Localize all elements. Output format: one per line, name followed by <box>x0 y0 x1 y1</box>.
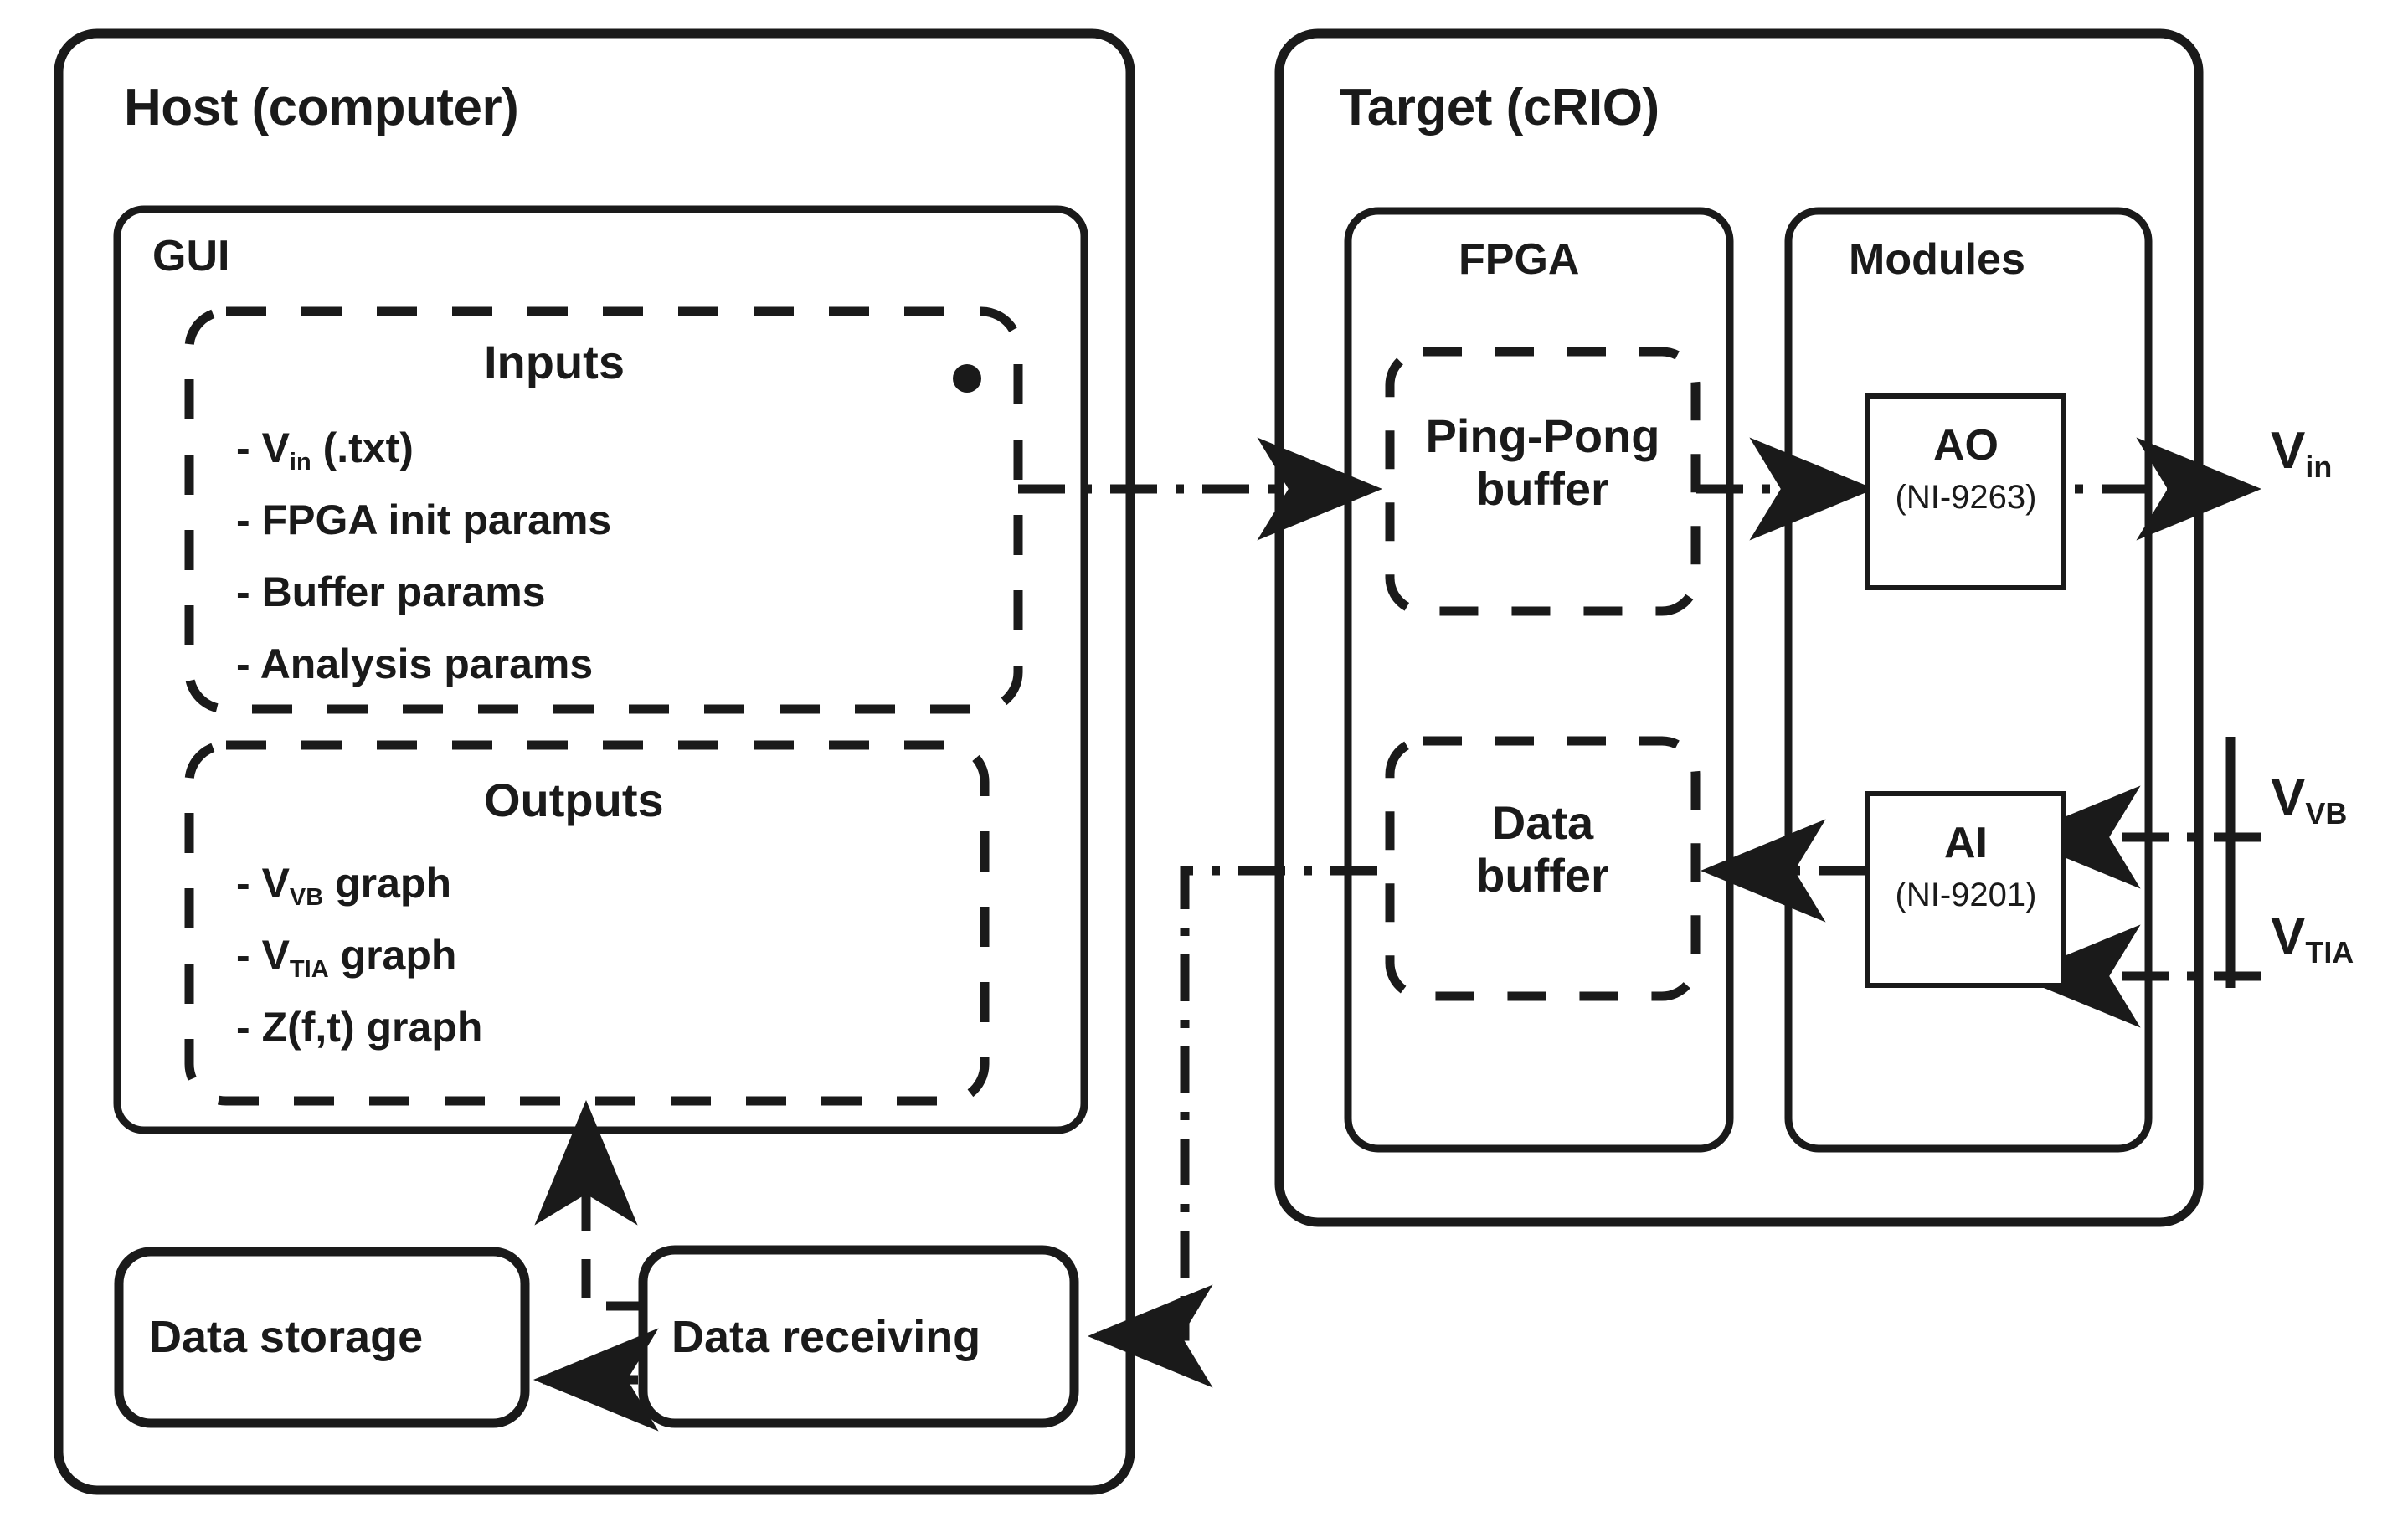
buffer-line-2: buffer <box>1476 848 1609 902</box>
modules-panel-border <box>1784 207 2153 1153</box>
signal-sub: VB <box>2305 795 2348 830</box>
inputs-status-dot-icon <box>953 364 981 393</box>
data-receiving-label[interactable]: Data receiving <box>671 1312 981 1362</box>
signal-main: V <box>2271 422 2306 480</box>
module-name-ai: AI <box>1944 819 1988 867</box>
host-panel-title: Host (computer) <box>124 79 519 136</box>
target-panel-border <box>1274 28 2204 1227</box>
list-sub: TIA <box>289 955 329 983</box>
list-main: FPGA init params <box>261 496 612 543</box>
data-buffer-border <box>1385 736 1701 1001</box>
list-tail: graph <box>328 932 457 979</box>
list-main: V <box>261 932 290 979</box>
data-storage-border <box>114 1247 530 1428</box>
module-box-ao: AO (NI-9263) <box>1865 393 2066 590</box>
list-main: Z(f,t) <box>261 1004 355 1051</box>
list-main: V <box>261 860 290 907</box>
list-item: - Z(f,t) graph <box>236 1006 482 1048</box>
module-name-ao: AO <box>1933 421 1999 470</box>
list-item: - Analysis params <box>236 643 593 685</box>
inputs-group-border <box>184 306 1023 714</box>
signal-label-vin: Vin <box>2271 422 2332 482</box>
list-bullet: - <box>236 496 250 543</box>
buffer-line-1: Ping-Pong <box>1425 409 1660 462</box>
gui-panel-title: GUI <box>152 232 230 280</box>
signal-sub: in <box>2305 449 2333 484</box>
list-item: - FPGA init params <box>236 499 611 541</box>
list-main: Analysis params <box>260 640 594 687</box>
host-panel-border <box>54 28 1135 1495</box>
list-bullet: - <box>236 1004 250 1051</box>
buffer-line-1: Data <box>1491 796 1594 849</box>
buffer-line-2: buffer <box>1476 461 1609 515</box>
list-sub: in <box>289 448 311 476</box>
inputs-group-title: Inputs <box>484 336 625 388</box>
list-bullet: - <box>236 860 250 907</box>
list-main: Buffer params <box>261 568 546 615</box>
list-sub: VB <box>289 883 324 911</box>
signal-sub: TIA <box>2305 934 2354 969</box>
list-item: - VTIA graph <box>236 932 457 981</box>
ping-pong-buffer-border <box>1385 347 1701 616</box>
ping-pong-buffer-label: Ping-Pong buffer <box>1390 409 1695 515</box>
module-part-ao: (NI-9263) <box>1895 479 2037 516</box>
list-tail: graph <box>323 860 452 907</box>
path-databuffer-to-datareceiving <box>1088 866 1377 1388</box>
list-item: - Vin (.txt) <box>236 424 414 474</box>
path-datareceiving-to-outputs <box>534 1100 645 1311</box>
list-bullet: - <box>236 932 250 979</box>
target-panel-title: Target (cRIO) <box>1340 79 1659 136</box>
fpga-panel-title: FPGA <box>1459 235 1580 284</box>
list-tail: graph <box>354 1004 483 1051</box>
list-item: - Buffer params <box>236 571 546 613</box>
module-part-ai: (NI-9201) <box>1895 877 2037 913</box>
signal-label-vvb: VVB <box>2271 769 2347 829</box>
signal-label-vtia: VTIA <box>2271 908 2354 968</box>
list-bullet: - <box>236 424 250 471</box>
outputs-group-title: Outputs <box>484 774 664 826</box>
list-main: V <box>261 424 290 471</box>
module-box-ai: AI (NI-9201) <box>1865 791 2066 988</box>
signal-main: V <box>2271 908 2306 965</box>
fpga-panel-border <box>1344 207 1734 1153</box>
signal-main: V <box>2271 769 2306 826</box>
list-item: - VVB graph <box>236 860 452 909</box>
modules-panel-title: Modules <box>1849 235 2025 284</box>
data-storage-label[interactable]: Data storage <box>149 1312 424 1362</box>
outputs-group-border <box>184 740 990 1106</box>
list-bullet: - <box>236 568 250 615</box>
data-buffer-label: Data buffer <box>1390 796 1695 902</box>
list-tail: (.txt) <box>311 424 414 471</box>
list-bullet: - <box>236 640 250 687</box>
